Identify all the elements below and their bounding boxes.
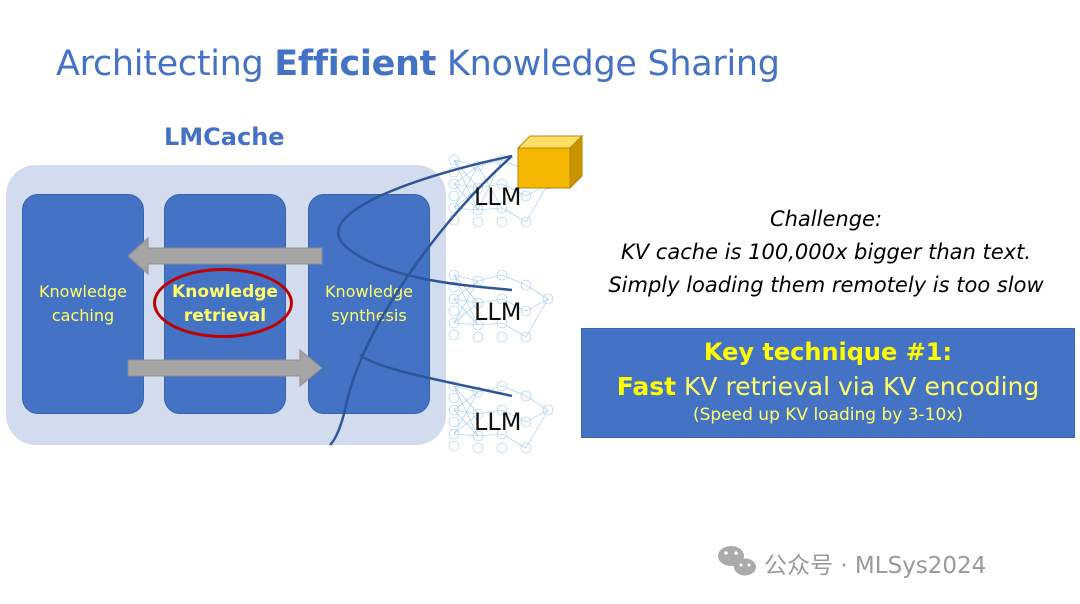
llm-label-bottom: LLM bbox=[474, 408, 522, 436]
key-technique-line: Fast KV retrieval via KV encoding bbox=[582, 372, 1074, 401]
neural-net-icon-middle bbox=[448, 269, 554, 343]
challenge-line2: Simply loading them remotely is too slow bbox=[608, 273, 1044, 297]
key-technique-title: Key technique #1: bbox=[703, 338, 953, 366]
caching-line2: caching bbox=[51, 306, 115, 325]
llm-label-top: LLM bbox=[474, 183, 522, 211]
arrow-left-icon bbox=[127, 236, 323, 276]
slide-title: Architecting Efficient Knowledge Sharing bbox=[56, 44, 780, 84]
synthesis-line2: synthesis bbox=[331, 306, 407, 325]
title-bold-word: Efficient bbox=[274, 44, 437, 84]
watermark: 公众号 · MLSys2024 bbox=[718, 546, 986, 580]
wechat-icon bbox=[718, 546, 756, 576]
knowledge-caching-box: Knowledge caching bbox=[22, 194, 144, 414]
title-part2: Knowledge Sharing bbox=[446, 44, 780, 84]
lmcache-label: LMCache bbox=[164, 123, 285, 151]
synthesis-line1: Knowledge bbox=[325, 282, 413, 301]
key-technique-bold: Fast bbox=[616, 372, 677, 401]
cube-icon bbox=[516, 134, 584, 190]
title-part1: Architecting bbox=[56, 44, 264, 84]
llm-connection-curves bbox=[329, 154, 513, 446]
watermark-text: 公众号 · MLSys2024 bbox=[764, 553, 987, 579]
key-technique-sub: (Speed up KV loading by 3-10x) bbox=[692, 405, 964, 425]
knowledge-synthesis-box: Knowledge synthesis bbox=[308, 194, 430, 414]
retrieval-highlight-ring bbox=[153, 268, 293, 338]
challenge-line1: KV cache is 100,000x bigger than text. bbox=[620, 240, 1031, 264]
neural-net-icon-bottom bbox=[448, 380, 554, 454]
challenge-heading: Challenge: bbox=[769, 207, 883, 231]
challenge-text: Challenge: KV cache is 100,000x bigger t… bbox=[588, 203, 1064, 302]
llm-label-middle: LLM bbox=[474, 298, 522, 326]
arrow-right-icon bbox=[127, 348, 323, 388]
caching-line1: Knowledge bbox=[39, 282, 127, 301]
key-technique-rest: KV retrieval via KV encoding bbox=[684, 372, 1040, 401]
key-technique-box: Key technique #1: Fast KV retrieval via … bbox=[581, 328, 1075, 438]
neural-net-icon-top bbox=[448, 154, 554, 228]
